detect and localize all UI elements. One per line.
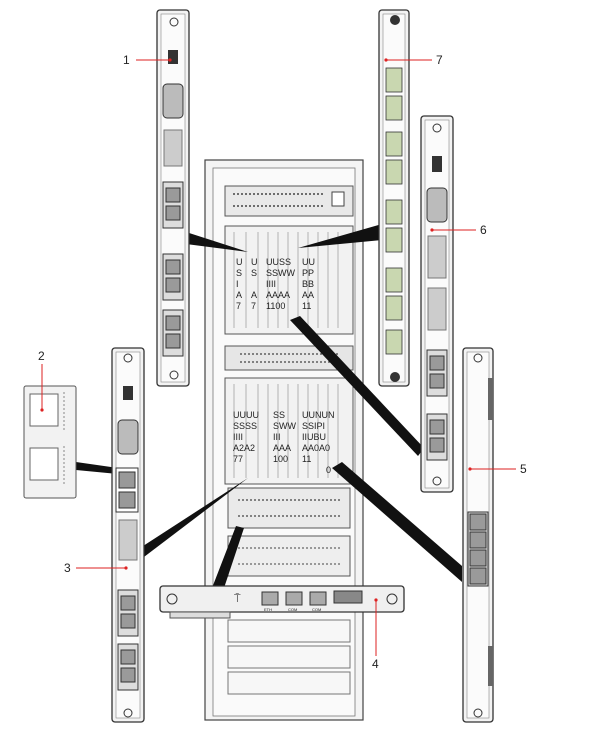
slot-label: UU <box>302 257 315 267</box>
slot-label: 7 <box>251 301 256 311</box>
callout-2: 2 <box>38 349 45 363</box>
slot-label: IIII <box>233 432 243 442</box>
board-3 <box>111 347 145 723</box>
slot-label: UUNUN <box>302 410 335 420</box>
slot-label: 100 <box>273 454 288 464</box>
wedge-5 <box>332 462 462 582</box>
wedge-6 <box>290 316 424 456</box>
port-detail-2 <box>23 385 77 499</box>
slot-label: 1100 <box>266 301 285 311</box>
callout-dots <box>40 58 472 602</box>
slot-label: 11 <box>302 454 311 464</box>
port-label: ETH <box>264 607 272 612</box>
slot-label: U <box>236 257 243 267</box>
connector-wedges <box>76 224 462 588</box>
callout-1: 1 <box>123 53 130 67</box>
slot-label: III <box>273 432 281 442</box>
callout-labels: 1 2 3 4 5 6 7 <box>38 53 527 671</box>
slot-label: SSIPI <box>302 421 325 431</box>
slot-label: S <box>236 268 242 278</box>
board-7 <box>378 9 410 387</box>
board-1 <box>156 9 190 387</box>
callout-5: 5 <box>520 462 527 476</box>
wedge-7 <box>298 224 382 248</box>
slot-label: 11 <box>302 301 311 311</box>
slot-label: AAAA <box>266 290 290 300</box>
callout-6: 6 <box>480 223 487 237</box>
slot-label: IIUBU <box>302 432 326 442</box>
slot-label: 7 <box>236 301 241 311</box>
slot-label: SSWW <box>266 268 296 278</box>
wedge-4 <box>212 526 244 588</box>
slot-label: AAA <box>273 443 291 453</box>
slot-label: I <box>236 279 239 289</box>
slot-label: 0 <box>326 465 331 475</box>
slot-label: S <box>251 268 257 278</box>
board-6 <box>420 115 454 493</box>
wedge-3 <box>140 478 248 560</box>
slot-label: A2A2 <box>233 443 255 453</box>
callout-leaders <box>41 59 516 656</box>
slot-label: 77 <box>233 454 243 464</box>
port-label: COM <box>288 607 297 612</box>
slot-label: UUUU <box>233 410 259 420</box>
slot-label: PP <box>302 268 314 278</box>
port-label: COM <box>312 607 321 612</box>
slot-label: UUSS <box>266 257 291 267</box>
slot-label: AA <box>302 290 314 300</box>
callout-3: 3 <box>64 561 71 575</box>
slot-label: A <box>236 290 242 300</box>
slot-label: SWW <box>273 421 296 431</box>
wedge-1 <box>186 232 248 252</box>
wedge-2 <box>76 462 118 474</box>
rack-cabinet: U S I A 7 U S A 7 UUSS SSWW IIII AAAA 11… <box>204 159 364 721</box>
slot-label: A <box>251 290 257 300</box>
slot-label: IIII <box>266 279 276 289</box>
slot-label: SS <box>273 410 285 420</box>
slot-label: SSSS <box>233 421 257 431</box>
slot-label: BB <box>302 279 314 289</box>
usb-glyph: ⍑ <box>234 593 241 605</box>
slot-label: U <box>251 257 258 267</box>
board-4: ⍑ ETH COM COM <box>159 585 405 619</box>
slot-labels-upper: U S I A 7 U S A 7 UUSS SSWW IIII AAAA 11… <box>236 257 315 311</box>
slot-label: AA0A0 <box>302 443 330 453</box>
slot-labels-lower: UUUU SSSS IIII A2A2 77 SS SWW III AAA 10… <box>233 410 335 475</box>
callout-4: 4 <box>372 657 379 671</box>
callout-7: 7 <box>436 53 443 67</box>
board-5 <box>462 347 494 723</box>
